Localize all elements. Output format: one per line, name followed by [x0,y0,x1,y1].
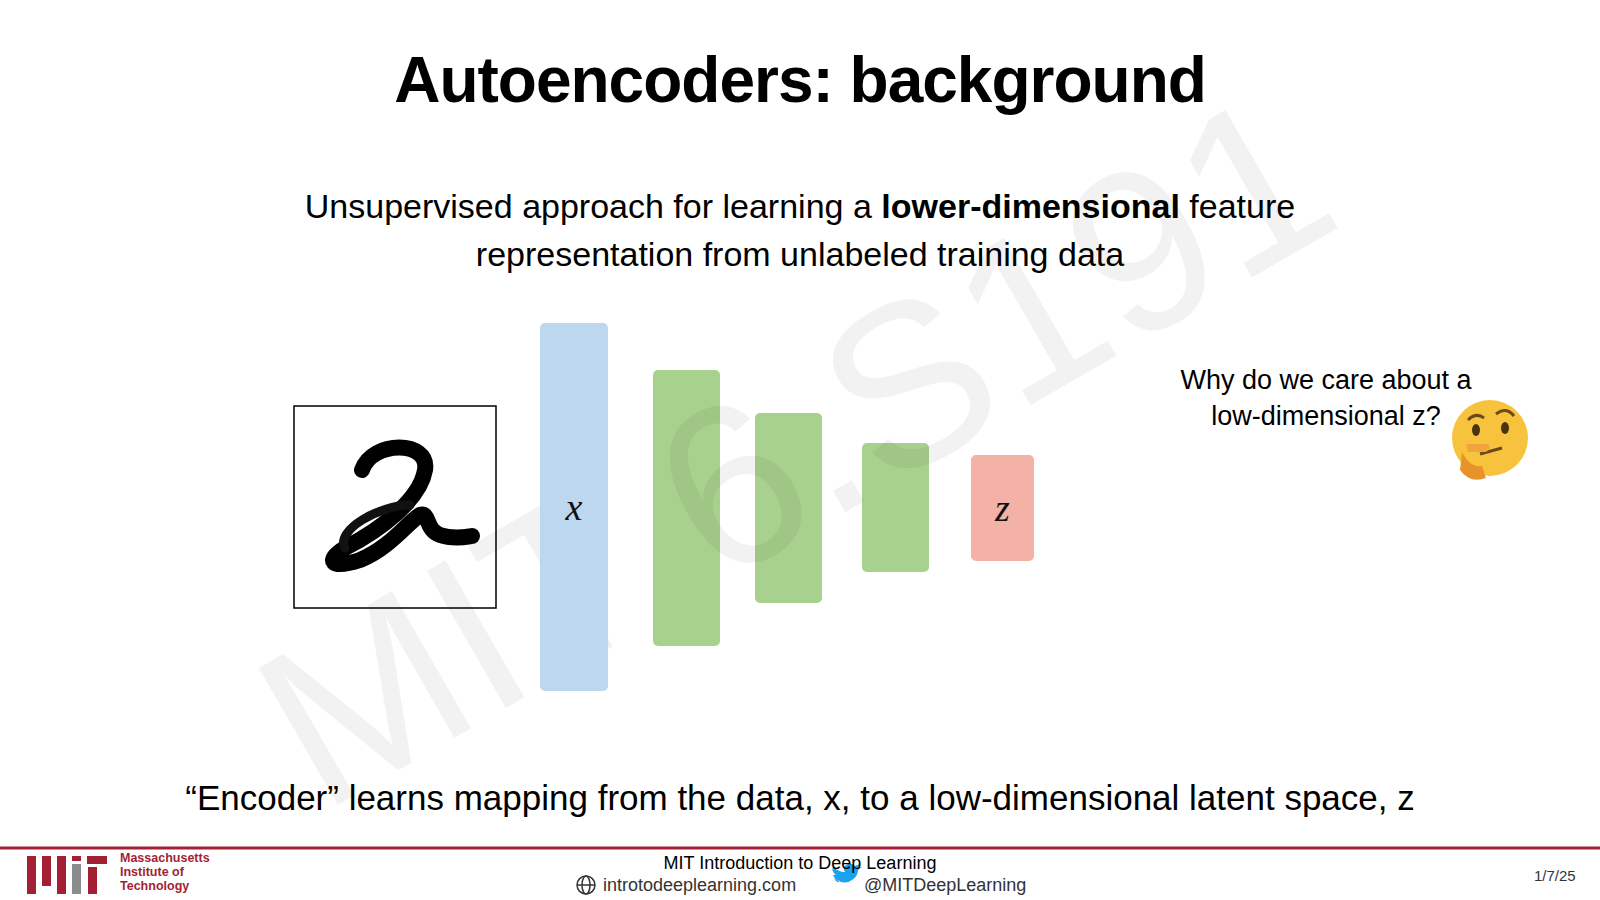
caption: “Encoder” learns mapping from the data, … [0,776,1600,820]
website: introtodeeplearning.com [603,874,796,896]
slide-title: Autoencoders: background [0,42,1600,118]
latent-layer: z [971,455,1034,561]
mit-logo [27,856,107,894]
input-layer: x [540,323,608,691]
course-name: MIT Introduction to Deep Learning [0,852,1600,874]
question-note: Why do we care about a low-dimensional z… [1168,362,1484,434]
thinking-emoji [1452,400,1528,480]
subtitle-line: Unsupervised approach for learning alowe… [0,184,1600,228]
globe-icon [577,876,595,894]
institution-name: Massachusetts Institute of Technology [120,851,224,893]
layer-label: x [566,487,583,527]
subtitle-text: Unsupervised approach for learning a [305,184,872,228]
layer-label: z [995,488,1010,528]
slide-date: 1/7/25 [1534,866,1576,886]
twitter-handle: @MITDeepLearning [864,874,1026,896]
subtitle-text: representation from unlabeled training d… [0,232,1600,276]
subtitle-text: feature [1189,184,1295,228]
emphasis-text: lower-dimensional [881,184,1180,228]
